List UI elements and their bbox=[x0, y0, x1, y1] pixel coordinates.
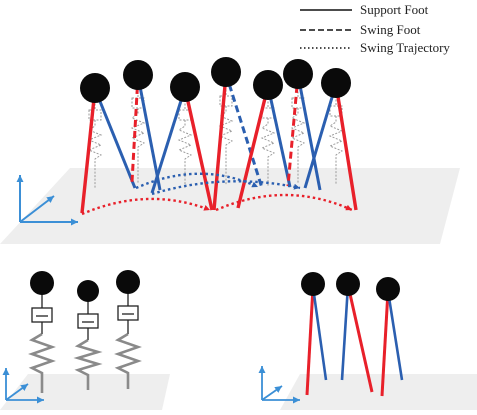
swing-trajectory-blue-2 bbox=[151, 180, 301, 196]
leg-pair-5 bbox=[236, 85, 292, 209]
body-mass bbox=[301, 272, 325, 296]
ground-plane bbox=[0, 168, 460, 244]
body-mass bbox=[253, 70, 283, 100]
walking-sequence-panel bbox=[0, 57, 460, 244]
ground-plane bbox=[280, 374, 477, 410]
body-mass bbox=[116, 270, 140, 294]
swing-trajectory-red-2 bbox=[215, 193, 353, 212]
body-masses bbox=[30, 270, 140, 302]
body-mass bbox=[211, 57, 241, 87]
legend-label-swing-foot: Swing Foot bbox=[360, 22, 421, 37]
leg-pair-7 bbox=[303, 83, 358, 211]
body-masses bbox=[301, 272, 400, 301]
body-mass bbox=[170, 72, 200, 102]
coordinate-frame-icon bbox=[2, 368, 44, 404]
body-mass bbox=[321, 68, 351, 98]
pendulum-leg-pair-1 bbox=[305, 286, 328, 396]
body-mass bbox=[376, 277, 400, 301]
leg-pair-6 bbox=[286, 74, 322, 191]
body-mass bbox=[77, 280, 99, 302]
swing-trajectory-red-1 bbox=[81, 197, 211, 216]
coordinate-frame-icon bbox=[258, 366, 300, 404]
legend-item-swing-foot: Swing Foot bbox=[300, 22, 421, 37]
legend-label-support-foot: Support Foot bbox=[360, 2, 429, 17]
legend-label-swing-trajectory: Swing Trajectory bbox=[360, 40, 450, 55]
inverted-pendulum-panel bbox=[258, 272, 477, 410]
body-mass bbox=[30, 271, 54, 295]
pendulum-leg-pair-3 bbox=[380, 290, 404, 397]
body-mass bbox=[336, 272, 360, 296]
body-mass bbox=[283, 59, 313, 89]
body-mass bbox=[123, 60, 153, 90]
leg-pair-1 bbox=[80, 88, 137, 214]
body-mass bbox=[80, 73, 110, 103]
spring-mass-panel bbox=[0, 270, 170, 410]
leg-pair-2 bbox=[130, 75, 162, 191]
swing-trajectories bbox=[81, 172, 353, 216]
coordinate-frame-icon bbox=[16, 175, 78, 226]
leg-pair-4 bbox=[212, 73, 264, 211]
legend-item-swing-trajectory: Swing Trajectory bbox=[300, 40, 450, 55]
ground-plane bbox=[0, 374, 170, 410]
spring-leg-3 bbox=[114, 292, 142, 389]
legend: Support Foot Swing Foot Swing Trajectory bbox=[300, 2, 450, 55]
pendulum-leg-pair-2 bbox=[340, 284, 374, 393]
legend-item-support-foot: Support Foot bbox=[300, 2, 429, 17]
spring-leg-2 bbox=[73, 300, 103, 390]
leg-pair-3 bbox=[150, 87, 214, 211]
body-masses bbox=[80, 57, 351, 103]
